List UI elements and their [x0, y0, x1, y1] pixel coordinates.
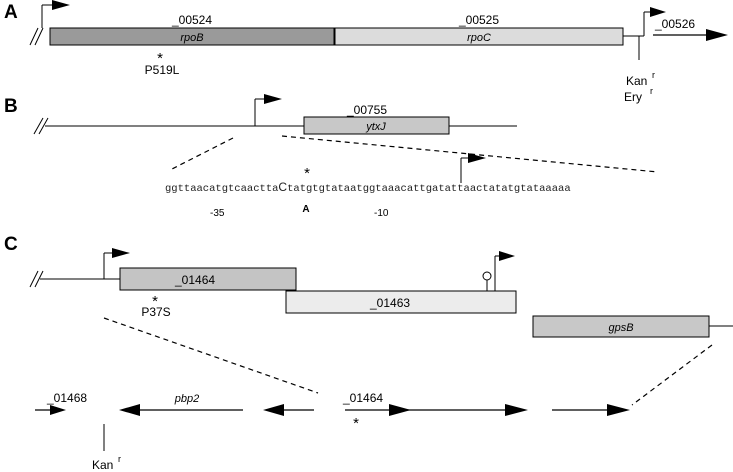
promoter-arrow [254, 94, 282, 126]
kan-resistance-label: Kan [92, 458, 113, 472]
promoter-sequence: ggttaacatgtcaacttaCtatgtgtataatggtaaacat… [165, 180, 571, 195]
kan-resistance-label: Kan [626, 74, 647, 88]
mutation-star: * [304, 165, 310, 182]
gene-id-00524: _00524 [171, 13, 212, 27]
break-mark [33, 117, 49, 135]
panel-b-letter: B [4, 96, 18, 117]
rpob-gene-box [49, 27, 335, 46]
pbp2-label: pbp2 [174, 393, 199, 405]
mutation-label: P519L [145, 63, 180, 77]
gene-id-01464: _01464 [174, 273, 215, 287]
gene-id-00526: _00526 [654, 17, 695, 31]
zoom-guide-line [169, 137, 234, 171]
gene-arrow-01463 [406, 404, 528, 416]
panel-c: C _01464 _01463 gpsB * [4, 234, 733, 472]
gene-box-01463 [285, 290, 517, 314]
minus-10-box-label: -10 [374, 208, 389, 219]
mutation-star: * [157, 50, 163, 67]
panel-b: B ytxJ _00755 * ggttaacatgtcaacttaCtatgt… [4, 94, 659, 219]
gene-arrow-01468 [35, 405, 66, 415]
panel-c-letter: C [4, 234, 18, 255]
mutated-base: C [278, 180, 287, 194]
sequence-part: ggttaacatgtcaactta [165, 183, 278, 195]
gene-id-00525: _00525 [458, 13, 499, 27]
gene-arrow-01464 [345, 404, 411, 416]
gene-box-01464 [119, 267, 297, 291]
gene-id-01463: _01463 [369, 296, 410, 310]
ytxj-gene-box [303, 116, 450, 135]
promoter-arrow [103, 248, 130, 279]
ery-resistance-label: Ery [624, 90, 642, 104]
resistance-superscript: r [650, 86, 653, 96]
mutation-star: * [353, 415, 359, 432]
gene-arrow-00526 [653, 29, 728, 41]
resistance-superscript: r [118, 454, 121, 464]
promoter-arrow [494, 251, 515, 291]
gene-arrow-gpsb [552, 404, 630, 416]
promoter-arrow [643, 7, 666, 36]
panel-a-letter: A [4, 2, 18, 23]
break-mark [29, 27, 44, 46]
gene-arrow-pbp2 [119, 404, 243, 416]
gene-id-01464: _01464 [342, 391, 383, 405]
promoter-arrow [460, 153, 486, 183]
ytxj-label: ytxJ [365, 121, 386, 133]
break-mark [29, 270, 44, 288]
panel-a: A rpoB rpoC _00524 _00525 * P519L [4, 0, 728, 104]
gene-id-00755: _00755 [346, 103, 387, 117]
gene-id-01468: _01468 [46, 391, 87, 405]
zoom-guide-line [103, 317, 319, 394]
mutation-star: * [152, 293, 158, 310]
resistance-superscript: r [652, 70, 655, 80]
rpob-label: rpoB [180, 32, 203, 44]
sequence-part: tatgtgtataatggtaaacattgatattaactatatgtat… [287, 183, 571, 195]
terminator-icon [482, 271, 492, 291]
minus-35-box-label: -35 [210, 208, 225, 219]
rpoc-label: rpoC [467, 32, 491, 44]
mutation-label: P37S [141, 305, 170, 319]
substituted-base: A [302, 204, 309, 215]
gpsb-label: gpsB [608, 322, 633, 334]
promoter-arrow [41, 0, 70, 28]
zoom-guide-line [631, 344, 713, 406]
gene-arrow-reverse [263, 404, 314, 416]
